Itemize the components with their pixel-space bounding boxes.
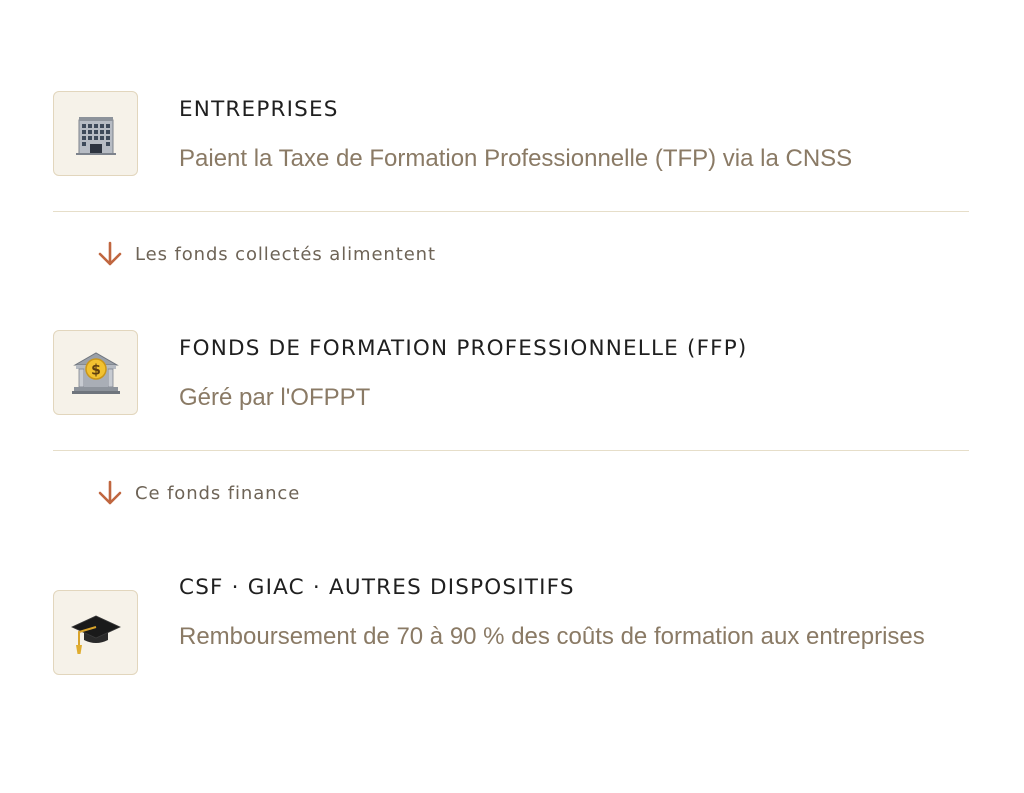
step-description: Géré par l'OFPPT [179,384,371,411]
bank-icon: $ [71,351,120,394]
arrow-down-icon [98,480,122,505]
divider [53,211,969,212]
step-icon-box [53,91,138,176]
step-title: ENTREPRISES [179,97,339,122]
arrow-down-icon [98,241,122,266]
connector-label: Les fonds collectés alimentent [135,243,436,265]
office-building-icon [75,116,116,155]
connector-1: Les fonds collectés alimentent [95,240,436,268]
step-icon-box: $ [53,330,138,415]
connector-2: Ce fonds finance [95,479,300,507]
step-title: CSF · GIAC · AUTRES DISPOSITIFS [179,575,575,600]
step-title: FONDS DE FORMATION PROFESSIONNELLE (FFP) [179,336,748,361]
divider [53,450,969,451]
connector-label: Ce fonds finance [135,482,301,504]
graduation-cap-icon [70,615,121,654]
step-text: FONDS DE FORMATION PROFESSIONNELLE (FFP)… [179,335,939,420]
step-icon-box [53,590,138,675]
step-description: Remboursement de 70 à 90 % des coûts de … [179,623,925,650]
svg-text:$: $ [91,362,101,378]
step-description: Paient la Taxe de Formation Professionne… [179,145,853,172]
step-text: CSF · GIAC · AUTRES DISPOSITIFS Rembours… [179,574,939,659]
step-text: ENTREPRISES Paient la Taxe de Formation … [179,96,939,181]
